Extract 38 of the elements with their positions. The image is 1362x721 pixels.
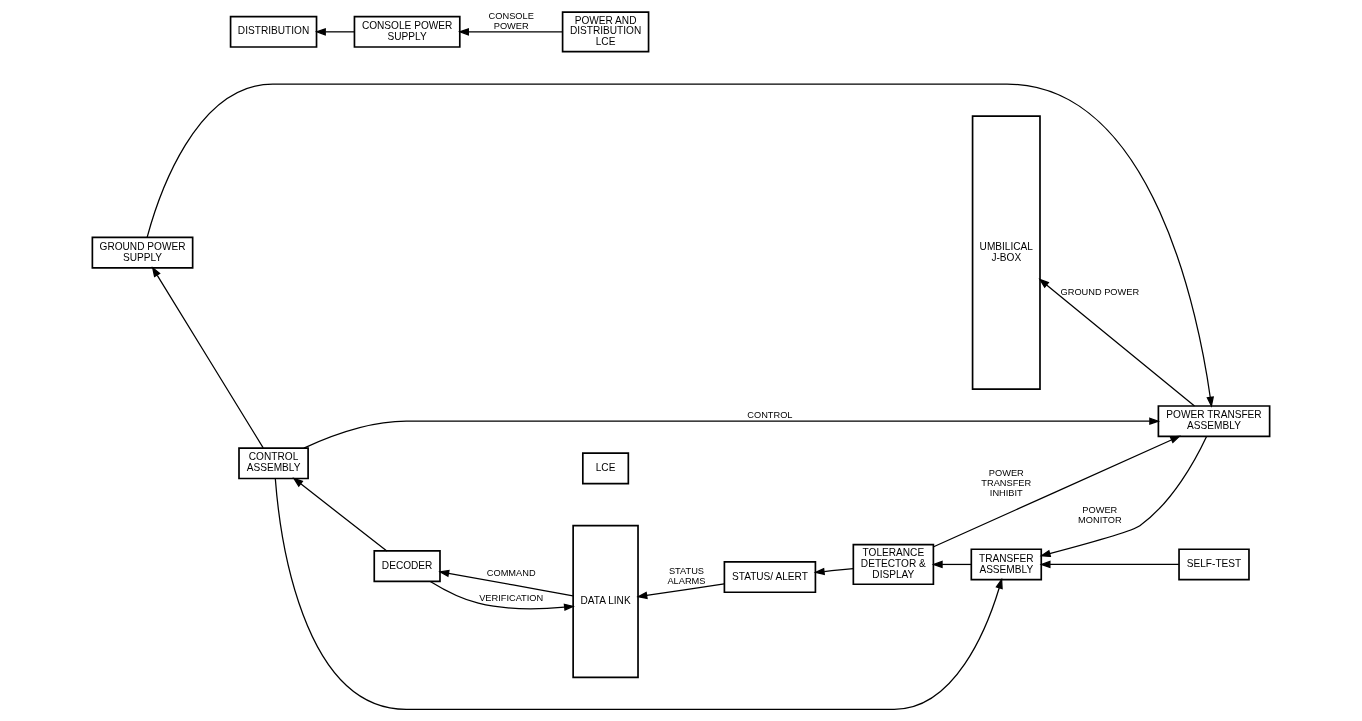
node-box: GROUND POWER SUPPLY <box>91 236 194 269</box>
edge-label: POWER MONITOR <box>1078 504 1122 525</box>
edge-label: STATUS ALARMS <box>667 565 706 586</box>
arrow <box>314 28 355 36</box>
node-box: DATA LINK <box>572 524 639 679</box>
arrow <box>146 83 1214 408</box>
node-box: DISTRIBUTION <box>229 15 318 48</box>
arrow <box>292 477 388 552</box>
node-box: POWER AND DISTRIBUTION LCE <box>561 11 650 53</box>
node-box: LCE <box>581 452 630 485</box>
node-box: CONSOLE POWER SUPPLY <box>353 15 461 48</box>
node-box: STATUS/ ALERT <box>723 561 817 594</box>
arrow <box>429 580 575 612</box>
edge-label: GROUND POWER <box>1060 286 1140 297</box>
node-box: TOLERANCE DETECTOR & DISPLAY <box>852 543 935 586</box>
node-box: TRANSFER ASSEMBLY <box>970 548 1043 581</box>
edge-label: POWER TRANSFER INHIBIT <box>981 467 1032 499</box>
arrow <box>458 28 564 36</box>
arrow <box>303 417 1161 449</box>
arrow <box>151 266 264 449</box>
edge-label: VERIFICATION <box>479 592 544 603</box>
arrow <box>1038 278 1196 407</box>
node-box: POWER TRANSFER ASSEMBLY <box>1157 405 1271 438</box>
arrow <box>931 560 972 569</box>
node-box: DECODER <box>373 550 441 583</box>
arrow <box>1039 560 1180 569</box>
edge-label: CONSOLE POWER <box>488 11 534 32</box>
arrow <box>813 567 854 576</box>
arrow <box>438 569 574 597</box>
arrow <box>1039 435 1208 558</box>
arrow <box>933 435 1182 548</box>
edge-label: CONTROL <box>747 410 793 421</box>
edge-label: COMMAND <box>486 568 536 579</box>
node-box: UMBILICAL J-BOX <box>971 115 1041 390</box>
node-box: CONTROL ASSEMBLY <box>238 447 309 480</box>
arrow <box>274 478 1003 710</box>
arrow <box>636 583 725 600</box>
node-box: SELF-TEST <box>1178 548 1250 581</box>
